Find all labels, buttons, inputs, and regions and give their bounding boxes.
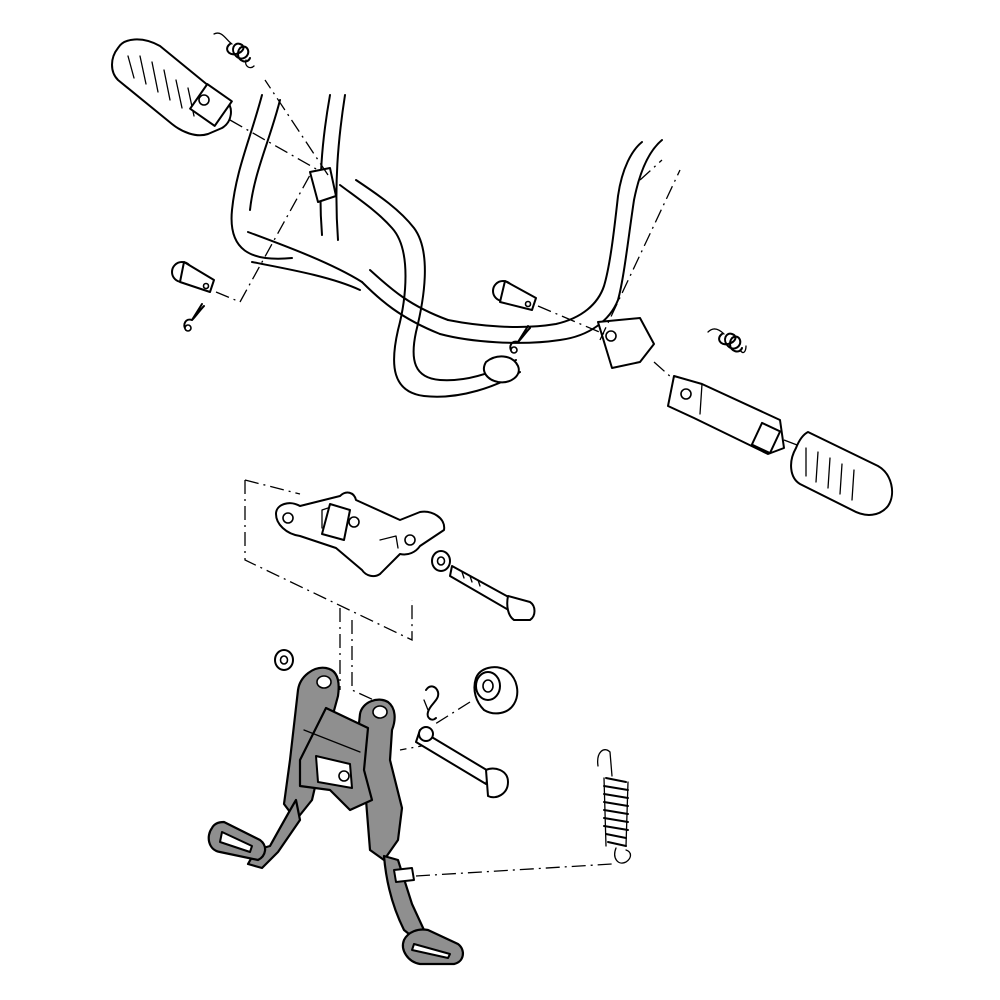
stand-bracket-plate: [275, 491, 446, 578]
frame-centerline-top: [599, 169, 681, 341]
stand-cotter-pin: [423, 685, 440, 721]
stand-shaft: [415, 726, 509, 799]
washer-lower: [274, 649, 294, 671]
right-footrest-bracket: [667, 375, 785, 455]
right-cotter-pin: [509, 325, 531, 354]
stand-return-spring: [597, 749, 632, 864]
frame-centerline-right: [639, 159, 663, 181]
right-footrest-pin: [492, 280, 537, 311]
left-cotter-pin: [183, 303, 205, 332]
left-footrest-spring: [213, 32, 255, 69]
left-footrest-rubber: [111, 38, 233, 137]
washer-upper: [431, 550, 451, 572]
stand-stopper: [473, 666, 519, 715]
left-footrest-pin: [171, 261, 215, 293]
left-footrest-axis: [229, 119, 319, 171]
spring-hook-pin: [393, 867, 415, 883]
right-footrest-rubber: [790, 431, 894, 516]
left-pin-axis: [215, 174, 311, 303]
right-footrest-spring: [707, 328, 747, 354]
center-stand: [207, 666, 464, 966]
spring-hook-axis: [415, 863, 613, 877]
right-pin-axis: [537, 305, 605, 335]
stand-bracket-area: [244, 479, 413, 642]
bracket-drop-right: [351, 620, 379, 703]
stopper-axis: [431, 701, 471, 727]
pivot-bolt: [449, 565, 536, 621]
frame-centerline-left: [264, 79, 329, 176]
frame-tube: [230, 94, 663, 398]
